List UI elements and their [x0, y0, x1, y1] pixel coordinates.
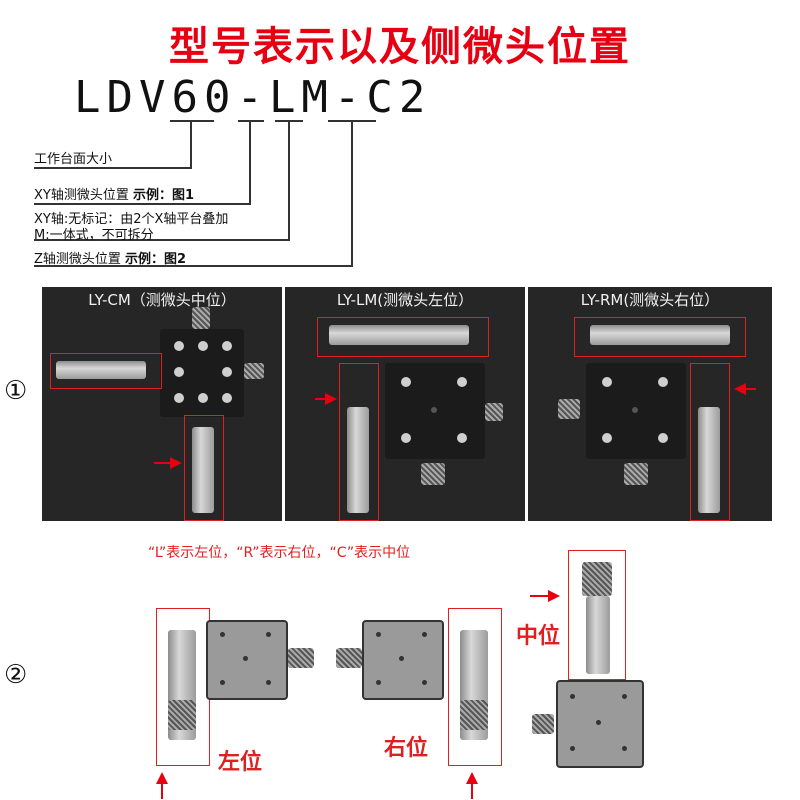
legend-xy-type-2: M:一体式，不可拆分 [34, 228, 154, 243]
page-title: 型号表示以及侧微头位置 [169, 24, 631, 70]
micrometer-box-right [690, 363, 730, 521]
panel-caption-rm: LY-RM(测微头右位） [580, 291, 720, 309]
legend-z-position: Z轴测微头位置 示例：图2 [34, 248, 186, 267]
arrow-up-icon [466, 772, 478, 784]
drawing-stage-right [362, 620, 444, 700]
drawing-stage-left [206, 620, 288, 700]
leader-c2-v [351, 121, 353, 266]
micrometer-box-top [317, 317, 489, 357]
arrow-left-icon [734, 383, 746, 395]
drawing-micrometer-center [586, 596, 610, 674]
drawing-box-right [448, 608, 502, 766]
legend-xy-position: XY轴测微头位置 示例：图1 [34, 184, 194, 203]
legend-size: 工作台面大小 [34, 152, 113, 167]
drawing-micrometer-left-knurl [168, 700, 196, 730]
label-right-position: 右位 [384, 736, 429, 761]
label-left-position: 左位 [218, 750, 263, 775]
legend-z-example: 示例：图2 [125, 252, 187, 267]
model-code: LDV60-LM-C2 [74, 72, 432, 123]
drawing-micrometer-center-knurl [582, 562, 612, 596]
knob-top [192, 307, 210, 329]
arrow-right-icon [548, 590, 560, 602]
panel-caption-cm: LY-CM（测微头中位） [88, 291, 236, 309]
micrometer-left [56, 361, 146, 379]
leader-l-h [34, 203, 251, 205]
micrometer-top [329, 325, 469, 345]
knob-bottom [624, 463, 648, 485]
leader-l-v [249, 121, 251, 204]
knob-bottom [421, 463, 445, 485]
label-center-position: 中位 [516, 624, 561, 649]
leader-c2-h [34, 265, 353, 267]
micrometer-box-left [339, 363, 379, 521]
photo-panel-rm: LY-RM(测微头右位） [528, 287, 772, 521]
drawing-knob-left [288, 648, 314, 668]
arrow-right-icon [325, 393, 337, 405]
drawing-knob-right [336, 648, 362, 668]
bracket-l [238, 120, 264, 122]
micrometer-left [347, 407, 369, 513]
knob-right [244, 363, 264, 379]
leader-size-h [34, 167, 192, 169]
leader-size-v [190, 121, 192, 168]
drawing-knob-center [532, 714, 554, 734]
panel-caption-lm: LY-LM(测微头左位） [336, 291, 474, 309]
stage-top [160, 329, 244, 417]
bracket-size [170, 120, 214, 122]
legend-xy-type-1: XY轴:无标记：由2个X轴平台叠加 [34, 212, 229, 227]
micrometer-top [590, 325, 730, 345]
stage-top [385, 363, 485, 459]
photo-panel-cm: LY-CM（测微头中位） [42, 287, 282, 521]
micrometer-box-top [574, 317, 746, 357]
photo-panel-lm: LY-LM(测微头左位） [285, 287, 525, 521]
leader-m-v [288, 121, 290, 240]
micrometer-box-left [50, 353, 162, 389]
knob-left [558, 399, 580, 419]
position-note: “L”表示左位，“R”表示右位，“C”表示中位 [148, 545, 411, 561]
micrometer-bottom [192, 427, 214, 513]
legend-xy-example: 示例：图1 [132, 188, 195, 203]
knob-right [485, 403, 503, 421]
drawing-stage-center [556, 680, 644, 768]
drawing-box-center [568, 550, 626, 680]
figure2-number: ② [4, 660, 28, 690]
drawing-micrometer-right-knurl [460, 700, 488, 730]
arrow-up-icon [156, 772, 168, 784]
legend-z-position-text: Z轴测微头位置 [34, 252, 126, 267]
stage-top [586, 363, 686, 459]
micrometer-right [698, 407, 720, 513]
legend-xy-position-text: XY轴测微头位置 [34, 188, 133, 203]
leader-m-h [34, 239, 290, 241]
arrow-right-icon [170, 457, 182, 469]
figure1-number: ① [4, 376, 28, 406]
micrometer-box-bottom [184, 415, 224, 521]
